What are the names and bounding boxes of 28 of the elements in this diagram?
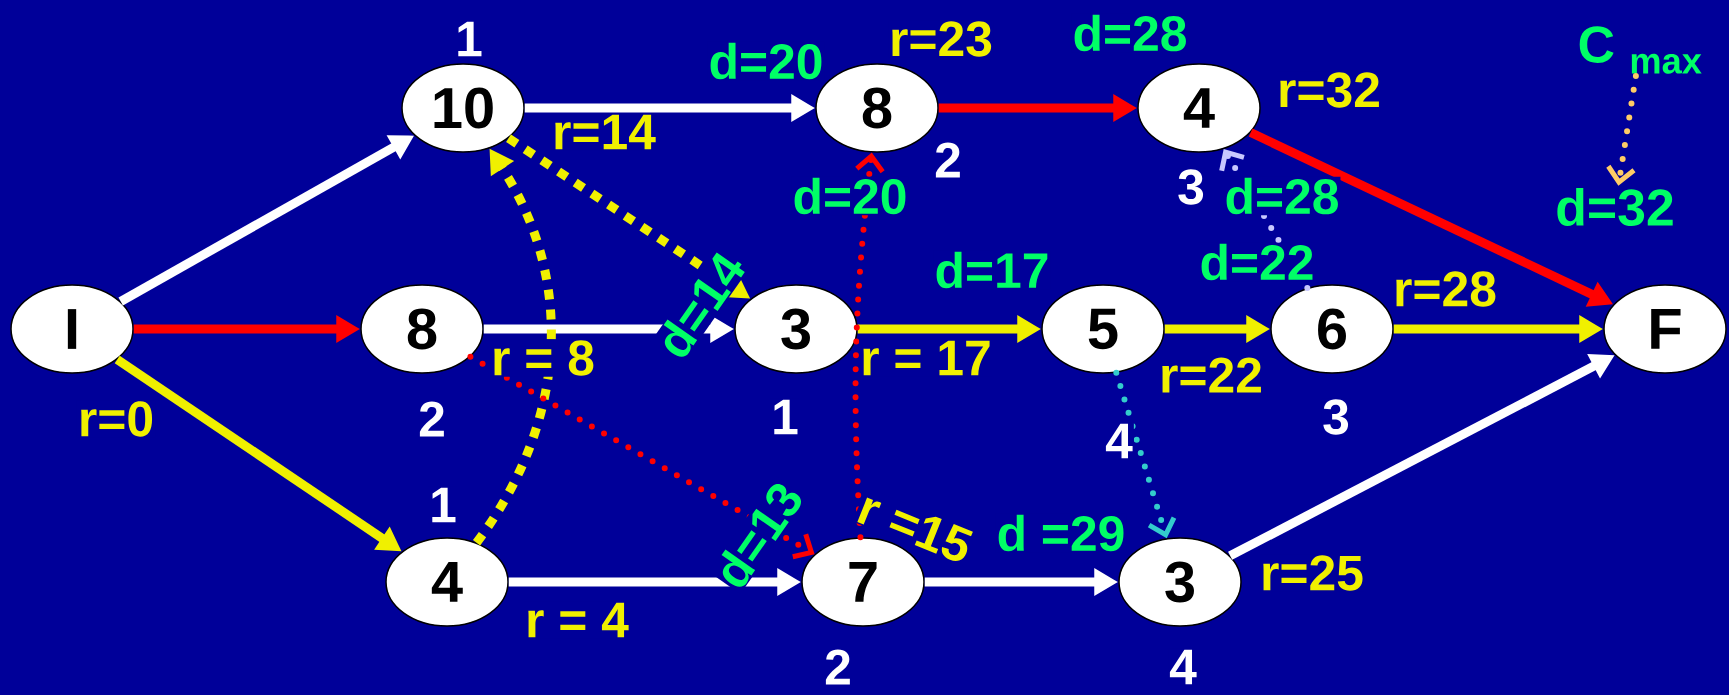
value-label: r=23 [888, 20, 994, 58]
arrow [1606, 72, 1639, 186]
value-label: 1 [454, 20, 484, 58]
value-label: 4 [1168, 648, 1198, 686]
value-label: 1 [428, 486, 458, 524]
value-label: 1 [770, 398, 800, 436]
value-label: 2 [417, 400, 447, 438]
value-label: d=22 [1198, 242, 1316, 282]
value-label: 2 [823, 648, 853, 686]
value-label: r=0 [76, 400, 156, 438]
value-label: 4 [1104, 422, 1134, 460]
value-label: 3 [1176, 168, 1206, 206]
value-label: d=28 [1223, 176, 1341, 216]
arrow [467, 353, 815, 560]
arrow [1113, 369, 1177, 539]
value-label: r=14 [551, 113, 657, 151]
arrow [852, 152, 885, 541]
value-label: 3 [1321, 398, 1351, 436]
value-label: d=20 [791, 176, 909, 216]
value-label: r=25 [1259, 554, 1365, 592]
value-label: r=32 [1276, 71, 1382, 109]
annotation-text: C $_{max}$ [1579, 26, 1702, 74]
value-label: r=28 [1392, 270, 1498, 308]
value-label: r = 8 [490, 339, 596, 377]
value-label: r = 17 [859, 339, 993, 377]
value-label: r = 4 [524, 601, 630, 639]
annotation-text: d=32 [1557, 187, 1673, 227]
value-label: d=28 [1071, 13, 1189, 53]
